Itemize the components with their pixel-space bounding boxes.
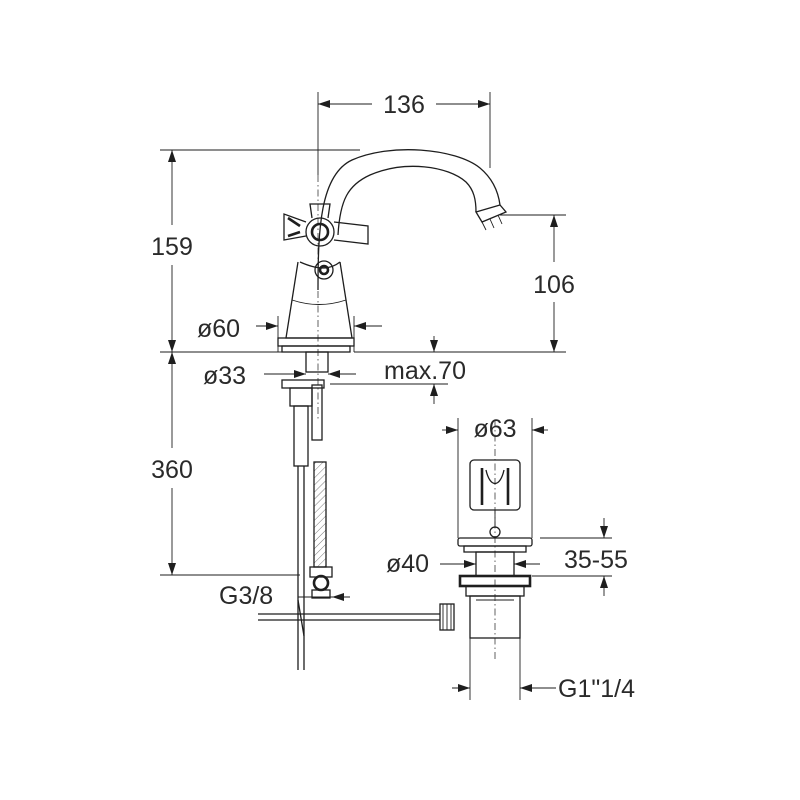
waste-assembly (457, 420, 533, 700)
cross-handle (283, 203, 369, 280)
dim-waste-thread: G1"1/4 (452, 675, 635, 703)
dim-hose-length: 360 (151, 352, 300, 576)
dim-base-diameter: ø60 (197, 315, 382, 352)
dim-thread-diameter: ø33 (203, 362, 356, 390)
dim-waste-top-diameter: ø63 (442, 415, 548, 538)
dim-waste-plug-diameter: ø40 (386, 550, 540, 578)
dim-spout-height: 106 (354, 214, 575, 353)
label-total-height: 159 (151, 233, 193, 261)
label-waste-thread: G1"1/4 (558, 675, 635, 703)
label-hose-length: 360 (151, 456, 193, 484)
dim-max-deck-thickness: max.70 (330, 336, 466, 404)
label-waste-top-diameter: ø63 (473, 415, 516, 443)
dim-spout-reach: 136 (317, 91, 491, 175)
label-inlet-thread: G3/8 (219, 582, 273, 610)
label-spout-reach: 136 (383, 91, 425, 119)
label-waste-clamp-range: 35-55 (564, 546, 628, 574)
label-spout-height: 106 (533, 271, 575, 299)
under-deck-assembly (281, 351, 333, 670)
label-waste-plug-diameter: ø40 (386, 550, 429, 578)
label-max-deck-thickness: max.70 (384, 357, 466, 385)
label-base-diameter: ø60 (197, 315, 240, 343)
pop-up-rod (258, 599, 455, 637)
label-thread-diameter: ø33 (203, 362, 246, 390)
faucet-outline (277, 149, 508, 420)
dim-total-height: 159 (151, 149, 360, 353)
dim-inlet-thread: G3/8 (219, 582, 350, 610)
dim-waste-clamp-range: 35-55 (532, 518, 628, 596)
